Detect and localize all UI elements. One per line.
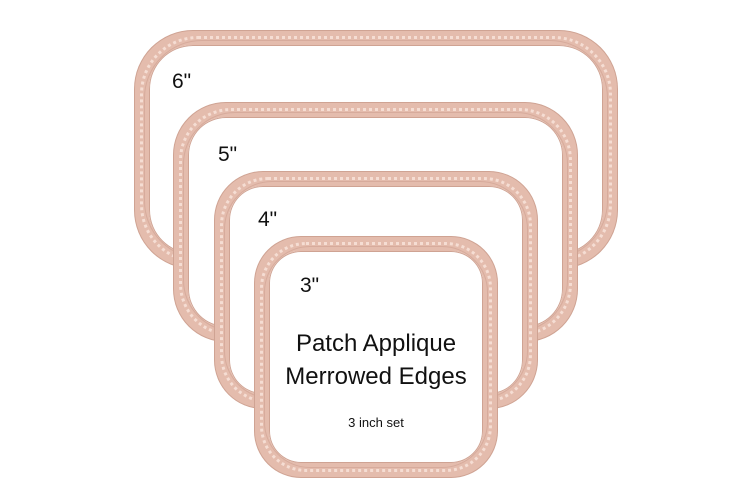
size-label-5-inch: 5" (218, 143, 238, 166)
title-line-2: Merrowed Edges (285, 363, 467, 390)
frame-3-inch (255, 237, 497, 477)
size-label-6-inch: 6" (172, 70, 192, 93)
title-block: Patch Applique Merrowed Edges (255, 327, 497, 393)
size-label-4-inch: 4" (258, 208, 278, 231)
title-line-1: Patch Applique (295, 330, 457, 357)
size-label-3-inch: 3" (300, 274, 320, 297)
subtitle: 3 inch set (348, 415, 404, 430)
